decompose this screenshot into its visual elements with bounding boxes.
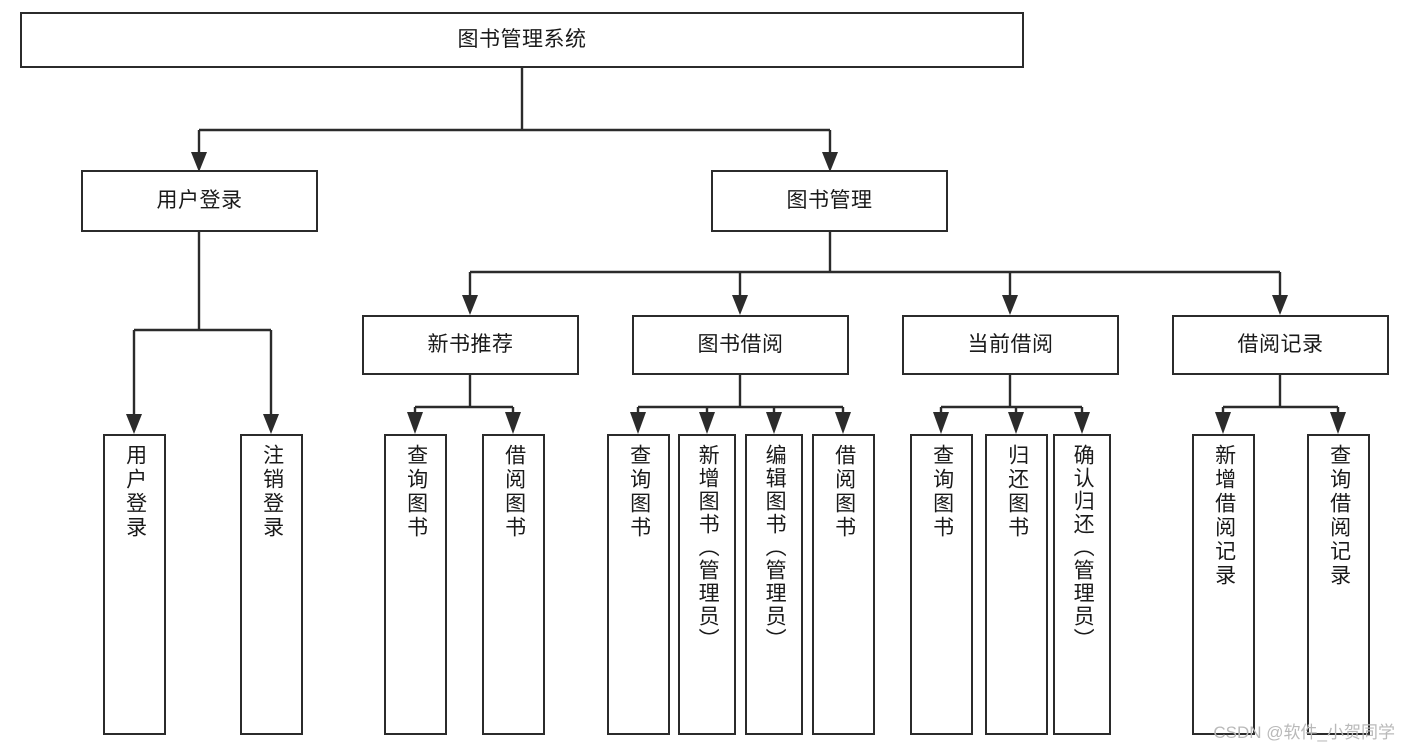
node-label: 用户登录 [123, 444, 147, 540]
node-leaf-borrow-book-1[interactable]: 借阅图书 [482, 434, 545, 735]
node-label: 确认归还（管理员） [1071, 444, 1095, 651]
node-leaf-query-book-3[interactable]: 查询图书 [910, 434, 973, 735]
node-leaf-return-book[interactable]: 归还图书 [985, 434, 1048, 735]
node-book-borrow[interactable]: 图书借阅 [632, 315, 849, 375]
csdn-watermark: CSDN @软件_小贺同学 [1213, 723, 1395, 742]
node-label: 借阅记录 [1237, 332, 1324, 356]
node-label: 用户登录 [156, 188, 243, 212]
node-leaf-user-logout[interactable]: 注销登录 [240, 434, 303, 735]
node-root-system[interactable]: 图书管理系统 [20, 12, 1024, 68]
node-new-book-recommend[interactable]: 新书推荐 [362, 315, 579, 375]
node-leaf-add-borrow-record[interactable]: 新增借阅记录 [1192, 434, 1255, 735]
node-label: 借阅图书 [832, 444, 856, 540]
node-leaf-query-book-1[interactable]: 查询图书 [384, 434, 447, 735]
node-leaf-confirm-return-admin[interactable]: 确认归还（管理员） [1053, 434, 1111, 735]
node-label: 借阅图书 [502, 444, 526, 540]
node-leaf-user-login[interactable]: 用户登录 [103, 434, 166, 735]
node-label: 新增借阅记录 [1212, 444, 1236, 588]
node-leaf-borrow-book-2[interactable]: 借阅图书 [812, 434, 875, 735]
node-leaf-query-borrow-record[interactable]: 查询借阅记录 [1307, 434, 1370, 735]
node-label: 查询图书 [404, 444, 428, 540]
node-book-manage[interactable]: 图书管理 [711, 170, 948, 232]
node-label: 注销登录 [260, 444, 284, 540]
node-label: 编辑图书（管理员） [763, 444, 787, 651]
node-label: 查询图书 [930, 444, 954, 540]
node-user-login[interactable]: 用户登录 [81, 170, 318, 232]
node-label: 归还图书 [1005, 444, 1029, 540]
node-label: 当前借阅 [967, 332, 1054, 356]
node-label: 图书借阅 [697, 332, 784, 356]
node-leaf-query-book-2[interactable]: 查询图书 [607, 434, 670, 735]
node-label: 图书管理 [786, 188, 873, 212]
node-label: 查询图书 [627, 444, 651, 540]
node-leaf-edit-book-admin[interactable]: 编辑图书（管理员） [745, 434, 803, 735]
node-label: 图书管理系统 [457, 27, 587, 51]
node-current-borrow[interactable]: 当前借阅 [902, 315, 1119, 375]
node-label: 查询借阅记录 [1327, 444, 1351, 588]
node-leaf-add-book-admin[interactable]: 新增图书（管理员） [678, 434, 736, 735]
node-borrow-record[interactable]: 借阅记录 [1172, 315, 1389, 375]
node-label: 新书推荐 [427, 332, 514, 356]
node-label: 新增图书（管理员） [696, 444, 720, 651]
